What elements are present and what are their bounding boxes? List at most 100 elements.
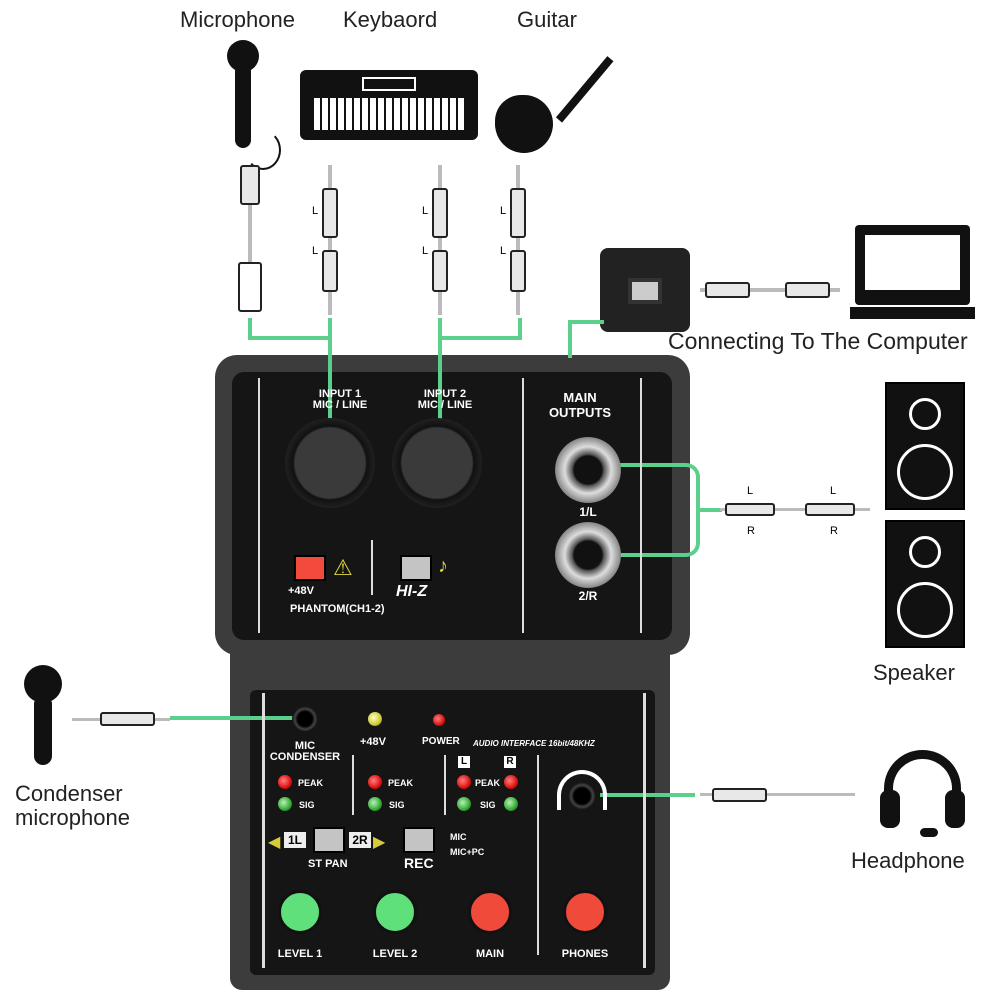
mic-condenser-sub-label: CONDENSER bbox=[269, 751, 341, 763]
xlr-female-plug bbox=[240, 165, 260, 205]
level2-knob[interactable] bbox=[373, 890, 417, 934]
level1-label: LEVEL 1 bbox=[277, 948, 323, 960]
cable-mark: L bbox=[747, 485, 754, 497]
input1-combo-jack[interactable] bbox=[285, 418, 375, 508]
input2-label: INPUT 2 bbox=[423, 388, 467, 400]
phantom-led-label: +48V bbox=[360, 736, 386, 748]
pan-2r-label: 2R bbox=[349, 832, 371, 848]
level1-knob[interactable] bbox=[278, 890, 322, 934]
model-label: AUDIO INTERFACE 16bit/48KHZ bbox=[473, 739, 595, 748]
phantom-power-button[interactable] bbox=[294, 555, 326, 581]
usb-a-plug bbox=[785, 282, 830, 298]
rec-button[interactable] bbox=[403, 827, 435, 853]
pan-right-arrow-icon: ▶ bbox=[373, 834, 386, 851]
computer-label: Connecting To The Computer bbox=[668, 328, 968, 354]
input2-combo-jack[interactable] bbox=[392, 418, 482, 508]
cable-mark: L bbox=[422, 205, 429, 217]
keyboard-label: Keybaord bbox=[343, 7, 438, 32]
left-label: L bbox=[458, 756, 470, 768]
main-l-sig-led bbox=[457, 797, 471, 811]
sig-label: SIG bbox=[480, 800, 496, 810]
guitar-small-icon: ♪ bbox=[438, 555, 448, 577]
power-label: POWER bbox=[422, 736, 460, 747]
jack-cable-2 bbox=[438, 165, 442, 315]
st-pan-button[interactable] bbox=[313, 827, 345, 853]
speaker-label: Speaker bbox=[873, 660, 955, 685]
jack-plug bbox=[322, 250, 338, 292]
output-1l-label: 1/L bbox=[579, 505, 597, 519]
ch2-peak-led bbox=[368, 775, 382, 789]
phantom-led bbox=[368, 712, 382, 726]
cable-mark: L bbox=[312, 245, 319, 257]
phones-jack[interactable] bbox=[568, 782, 596, 810]
main-l-peak-led bbox=[457, 775, 471, 789]
headphone-label: Headphone bbox=[851, 848, 965, 873]
jack-plug bbox=[510, 250, 526, 292]
phantom-label: PHANTOM(CH1-2) bbox=[290, 603, 385, 615]
jack-plug bbox=[100, 712, 155, 726]
jack-plug bbox=[322, 188, 338, 238]
output-1l-jack[interactable] bbox=[555, 437, 621, 503]
main-outputs-sub-label: OUTPUTS bbox=[548, 405, 612, 420]
hi-z-label: HI-Z bbox=[396, 583, 428, 600]
cable-mark: L bbox=[500, 205, 507, 217]
keyboard-icon bbox=[300, 70, 478, 140]
right-label: R bbox=[504, 756, 516, 768]
top-panel bbox=[232, 372, 672, 640]
input1-label: INPUT 1 bbox=[318, 388, 362, 400]
mic-condenser-jack[interactable] bbox=[292, 706, 318, 732]
rec-label: REC bbox=[404, 855, 434, 871]
level2-label: LEVEL 2 bbox=[372, 948, 418, 960]
guitar-label: Guitar bbox=[517, 7, 577, 32]
output-2r-jack[interactable] bbox=[555, 522, 621, 588]
jack-plug bbox=[725, 503, 775, 516]
laptop-icon bbox=[850, 225, 975, 320]
jack-plug bbox=[432, 188, 448, 238]
jack-plug bbox=[510, 188, 526, 238]
microphone-icon bbox=[225, 40, 285, 170]
main-r-sig-led bbox=[504, 797, 518, 811]
pan-1l-label: 1L bbox=[284, 832, 306, 848]
speaker-icon bbox=[885, 520, 965, 648]
output-2r-label: 2/R bbox=[578, 589, 598, 603]
jack-plug bbox=[432, 250, 448, 292]
main-r-peak-led bbox=[504, 775, 518, 789]
condenser-microphone-icon bbox=[22, 665, 66, 765]
xlr-male-plug bbox=[238, 262, 262, 312]
main-outputs-label: MAIN bbox=[563, 390, 597, 405]
guitar-icon bbox=[495, 40, 614, 153]
peak-label: PEAK bbox=[475, 778, 501, 788]
sig-label: SIG bbox=[389, 800, 405, 810]
headphone-icon bbox=[880, 750, 965, 840]
main-label: MAIN bbox=[475, 948, 505, 960]
usb-port-icon bbox=[600, 248, 690, 332]
cable-mark: L bbox=[500, 245, 507, 257]
speaker-icon bbox=[885, 382, 965, 510]
condenser-label: Condenser bbox=[15, 781, 123, 806]
sig-label: SIG bbox=[299, 800, 315, 810]
pan-left-arrow-icon: ◀ bbox=[268, 834, 281, 851]
input2-sub-label: MIC / LINE bbox=[417, 399, 473, 411]
ch1-sig-led bbox=[278, 797, 292, 811]
hi-z-button[interactable] bbox=[400, 555, 432, 581]
usb-cable bbox=[700, 288, 840, 292]
st-pan-label: ST PAN bbox=[308, 858, 348, 870]
cable-mark: L bbox=[312, 205, 319, 217]
phantom-voltage-label: +48V bbox=[288, 585, 314, 597]
peak-label: PEAK bbox=[298, 778, 324, 788]
microphone-label: Microphone bbox=[180, 7, 295, 32]
rec-mic-pc-label: MIC+PC bbox=[450, 847, 485, 857]
condenser-label-line2: microphone bbox=[15, 805, 130, 830]
xlr-cable bbox=[248, 195, 252, 270]
peak-label: PEAK bbox=[388, 778, 414, 788]
ch2-sig-led bbox=[368, 797, 382, 811]
jack-cable-1 bbox=[328, 165, 332, 315]
cable-mark: L bbox=[422, 245, 429, 257]
jack-plug bbox=[805, 503, 855, 516]
warning-icon: ⚠ bbox=[333, 555, 353, 580]
usb-b-plug bbox=[705, 282, 750, 298]
jack-cable-3 bbox=[516, 165, 520, 315]
mic-condenser-label: MIC bbox=[294, 740, 316, 752]
phones-knob[interactable] bbox=[563, 890, 607, 934]
main-knob[interactable] bbox=[468, 890, 512, 934]
